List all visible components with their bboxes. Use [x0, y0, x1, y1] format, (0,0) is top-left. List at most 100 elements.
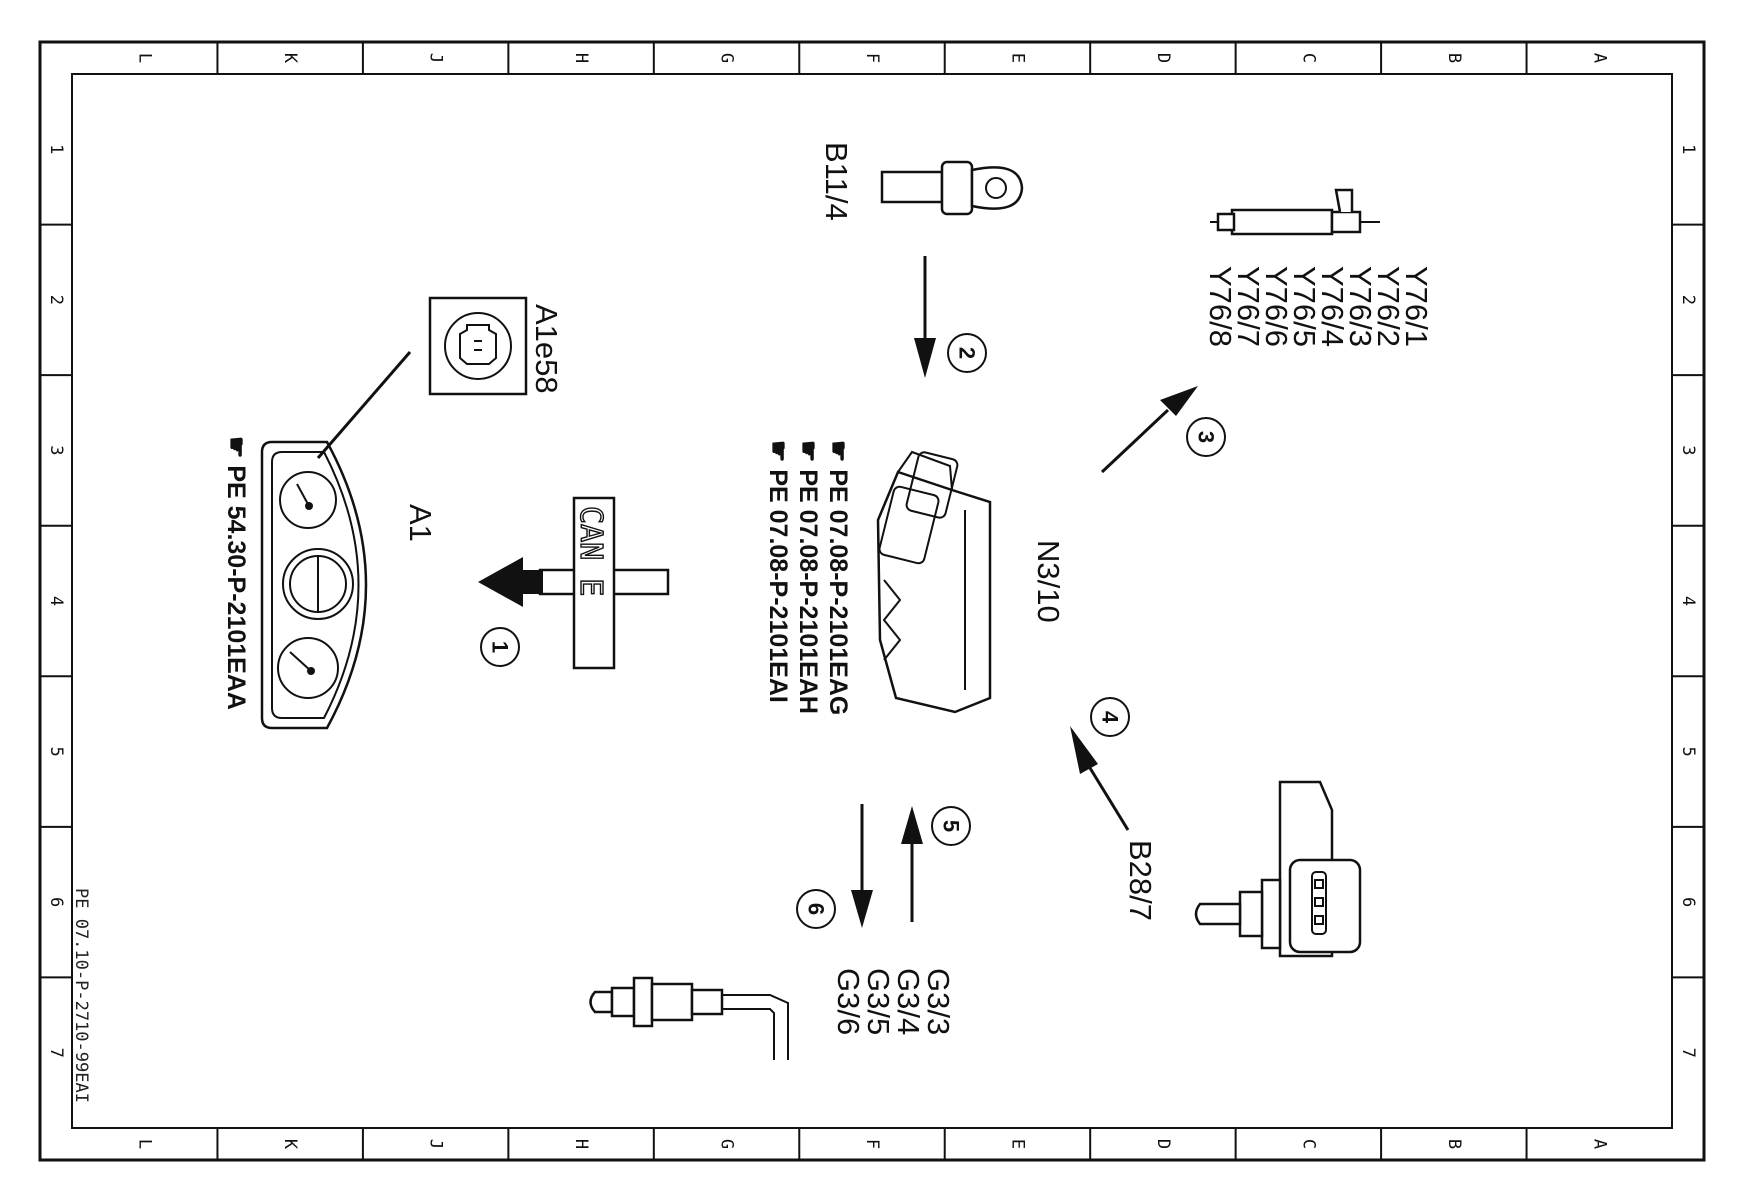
- grid-column-label: A: [1589, 1139, 1609, 1149]
- can-bus-arrow: [478, 496, 670, 670]
- arrow-3: [1100, 408, 1170, 474]
- label-can-e: CAN E: [573, 506, 608, 596]
- grid-row-label: 2: [1678, 295, 1698, 305]
- pointing-hand-icon: ☛: [764, 440, 792, 469]
- label-g3-6: G3/6: [831, 968, 866, 1035]
- grid-column-label: C: [1298, 1139, 1318, 1149]
- grid-column-label: F: [862, 53, 882, 63]
- svg-text:4: 4: [1098, 711, 1123, 724]
- grid-column-label: L: [135, 1139, 155, 1149]
- label-y76-4: Y76/4: [1315, 266, 1350, 347]
- grid-column-label: H: [571, 1139, 591, 1149]
- step-6: 6: [796, 889, 836, 929]
- indicator-lamp-a1e58: [428, 296, 528, 396]
- gauge-left: [279, 471, 337, 529]
- label-y76-3: Y76/3: [1343, 266, 1378, 347]
- grid-row-label: 1: [1678, 144, 1698, 154]
- label-y76-5: Y76/5: [1287, 266, 1322, 347]
- svg-text:2: 2: [955, 347, 980, 359]
- label-y76-1: Y76/1: [1399, 266, 1434, 347]
- grid-column-label: J: [426, 53, 446, 63]
- label-y76-2: Y76/2: [1371, 266, 1406, 347]
- ref-n3-10-1: ☛ PE 07.08-P-2101EAG: [824, 440, 852, 715]
- grid-column-label: F: [862, 1139, 882, 1149]
- label-g3-3: G3/3: [921, 968, 956, 1035]
- label-y76-7: Y76/7: [1231, 266, 1266, 347]
- fuel-injector-y76: [1210, 188, 1380, 236]
- grid-row-label: 6: [46, 897, 66, 907]
- ref-n3-10-2: ☛ PE 07.08-P-2101EAH: [794, 440, 822, 714]
- label-a1e58: A1e58: [529, 304, 564, 394]
- pointing-hand-icon: ☛: [794, 440, 822, 469]
- step-3: 3: [1186, 417, 1226, 457]
- step-2: 2: [947, 333, 987, 373]
- svg-text:3: 3: [1194, 431, 1219, 443]
- ref-a1: ☛ PE 54.30-P-2101EAA: [222, 436, 250, 710]
- svg-text:6: 6: [804, 903, 829, 915]
- label-y76-8: Y76/8: [1203, 266, 1238, 347]
- grid-column-label: G: [717, 1139, 737, 1149]
- grid-column-label: E: [1007, 53, 1027, 63]
- grid-column-label: D: [1153, 1139, 1173, 1149]
- svg-text:5: 5: [939, 820, 964, 832]
- label-list-y76: Y76/1 Y76/2 Y76/3 Y76/4 Y76/5 Y76/6 Y76/…: [1203, 266, 1434, 347]
- grid-column-label: H: [571, 53, 591, 63]
- document-id: PE 07.10-P-2710-99EAI: [71, 888, 91, 1103]
- ref-a1-text: PE 54.30-P-2101EAA: [222, 465, 250, 710]
- gauge-right: [277, 637, 339, 699]
- grid-column-label: D: [1153, 53, 1173, 63]
- grid-column-label: C: [1298, 53, 1318, 63]
- instrument-cluster-a1: [260, 440, 368, 730]
- label-list-g3: G3/3 G3/4 G3/5 G3/6: [831, 968, 956, 1035]
- label-n3-10: N3/10: [1031, 540, 1066, 623]
- engine-check-icon: [459, 324, 497, 365]
- grid-column-label: L: [135, 53, 155, 63]
- label-g3-4: G3/4: [891, 968, 926, 1035]
- label-y76-6: Y76/6: [1259, 266, 1294, 347]
- grid-row-label: 4: [46, 596, 66, 606]
- grid-row-label: 4: [1678, 596, 1698, 606]
- grid-column-label: B: [1444, 53, 1464, 63]
- grid-row-label: 7: [1678, 1048, 1698, 1058]
- grid-row-label: 6: [1678, 897, 1698, 907]
- ecu-connector-1: [905, 451, 959, 519]
- grid-column-label: B: [1444, 1139, 1464, 1149]
- grid-row-label: 5: [46, 746, 66, 756]
- gauge-center: [282, 548, 354, 620]
- a1e58-leader-line: [316, 351, 412, 459]
- can-label-box: [572, 496, 616, 670]
- grid-column-label: K: [280, 1139, 300, 1150]
- arrow-4: [1088, 767, 1130, 831]
- grid-column-label: J: [426, 1139, 446, 1149]
- grid-row-label: 5: [1678, 746, 1698, 756]
- grid-row-label: 7: [46, 1048, 66, 1058]
- label-g3-5: G3/5: [861, 968, 896, 1035]
- svg-text:1: 1: [488, 641, 513, 653]
- step-4: 4: [1090, 697, 1130, 737]
- signal-arrows: [851, 256, 1198, 928]
- ref-list-n3-10: ☛ PE 07.08-P-2101EAG ☛ PE 07.08-P-2101EA…: [764, 440, 852, 715]
- grid-row-label: 3: [46, 445, 66, 455]
- grid-column-label: E: [1007, 1139, 1027, 1149]
- ref-n3-10-3: ☛ PE 07.08-P-2101EAI: [764, 440, 792, 703]
- grid-ticks: [40, 42, 1704, 1160]
- step-5: 5: [931, 806, 971, 846]
- label-b28-7: B28/7: [1123, 840, 1158, 921]
- label-a1: A1: [403, 504, 438, 542]
- grid-column-label: K: [280, 53, 300, 64]
- grid-row-label: 1: [46, 144, 66, 154]
- ecu-connector-2: [878, 485, 940, 565]
- grid-column-label: G: [717, 53, 737, 63]
- pointing-hand-icon: ☛: [824, 440, 852, 469]
- pressure-sensor-b28-7: [1194, 780, 1362, 958]
- label-b11-4: B11/4: [819, 142, 854, 221]
- grid-row-label: 3: [1678, 445, 1698, 455]
- ecu-n3-10: [876, 450, 992, 714]
- grid-column-label: A: [1589, 53, 1609, 63]
- grid-row-label: 2: [46, 295, 66, 305]
- coolant-temp-sensor-b11-4: [880, 160, 1024, 216]
- pointing-hand-icon: ☛: [222, 436, 250, 465]
- step-1: 1: [480, 627, 520, 667]
